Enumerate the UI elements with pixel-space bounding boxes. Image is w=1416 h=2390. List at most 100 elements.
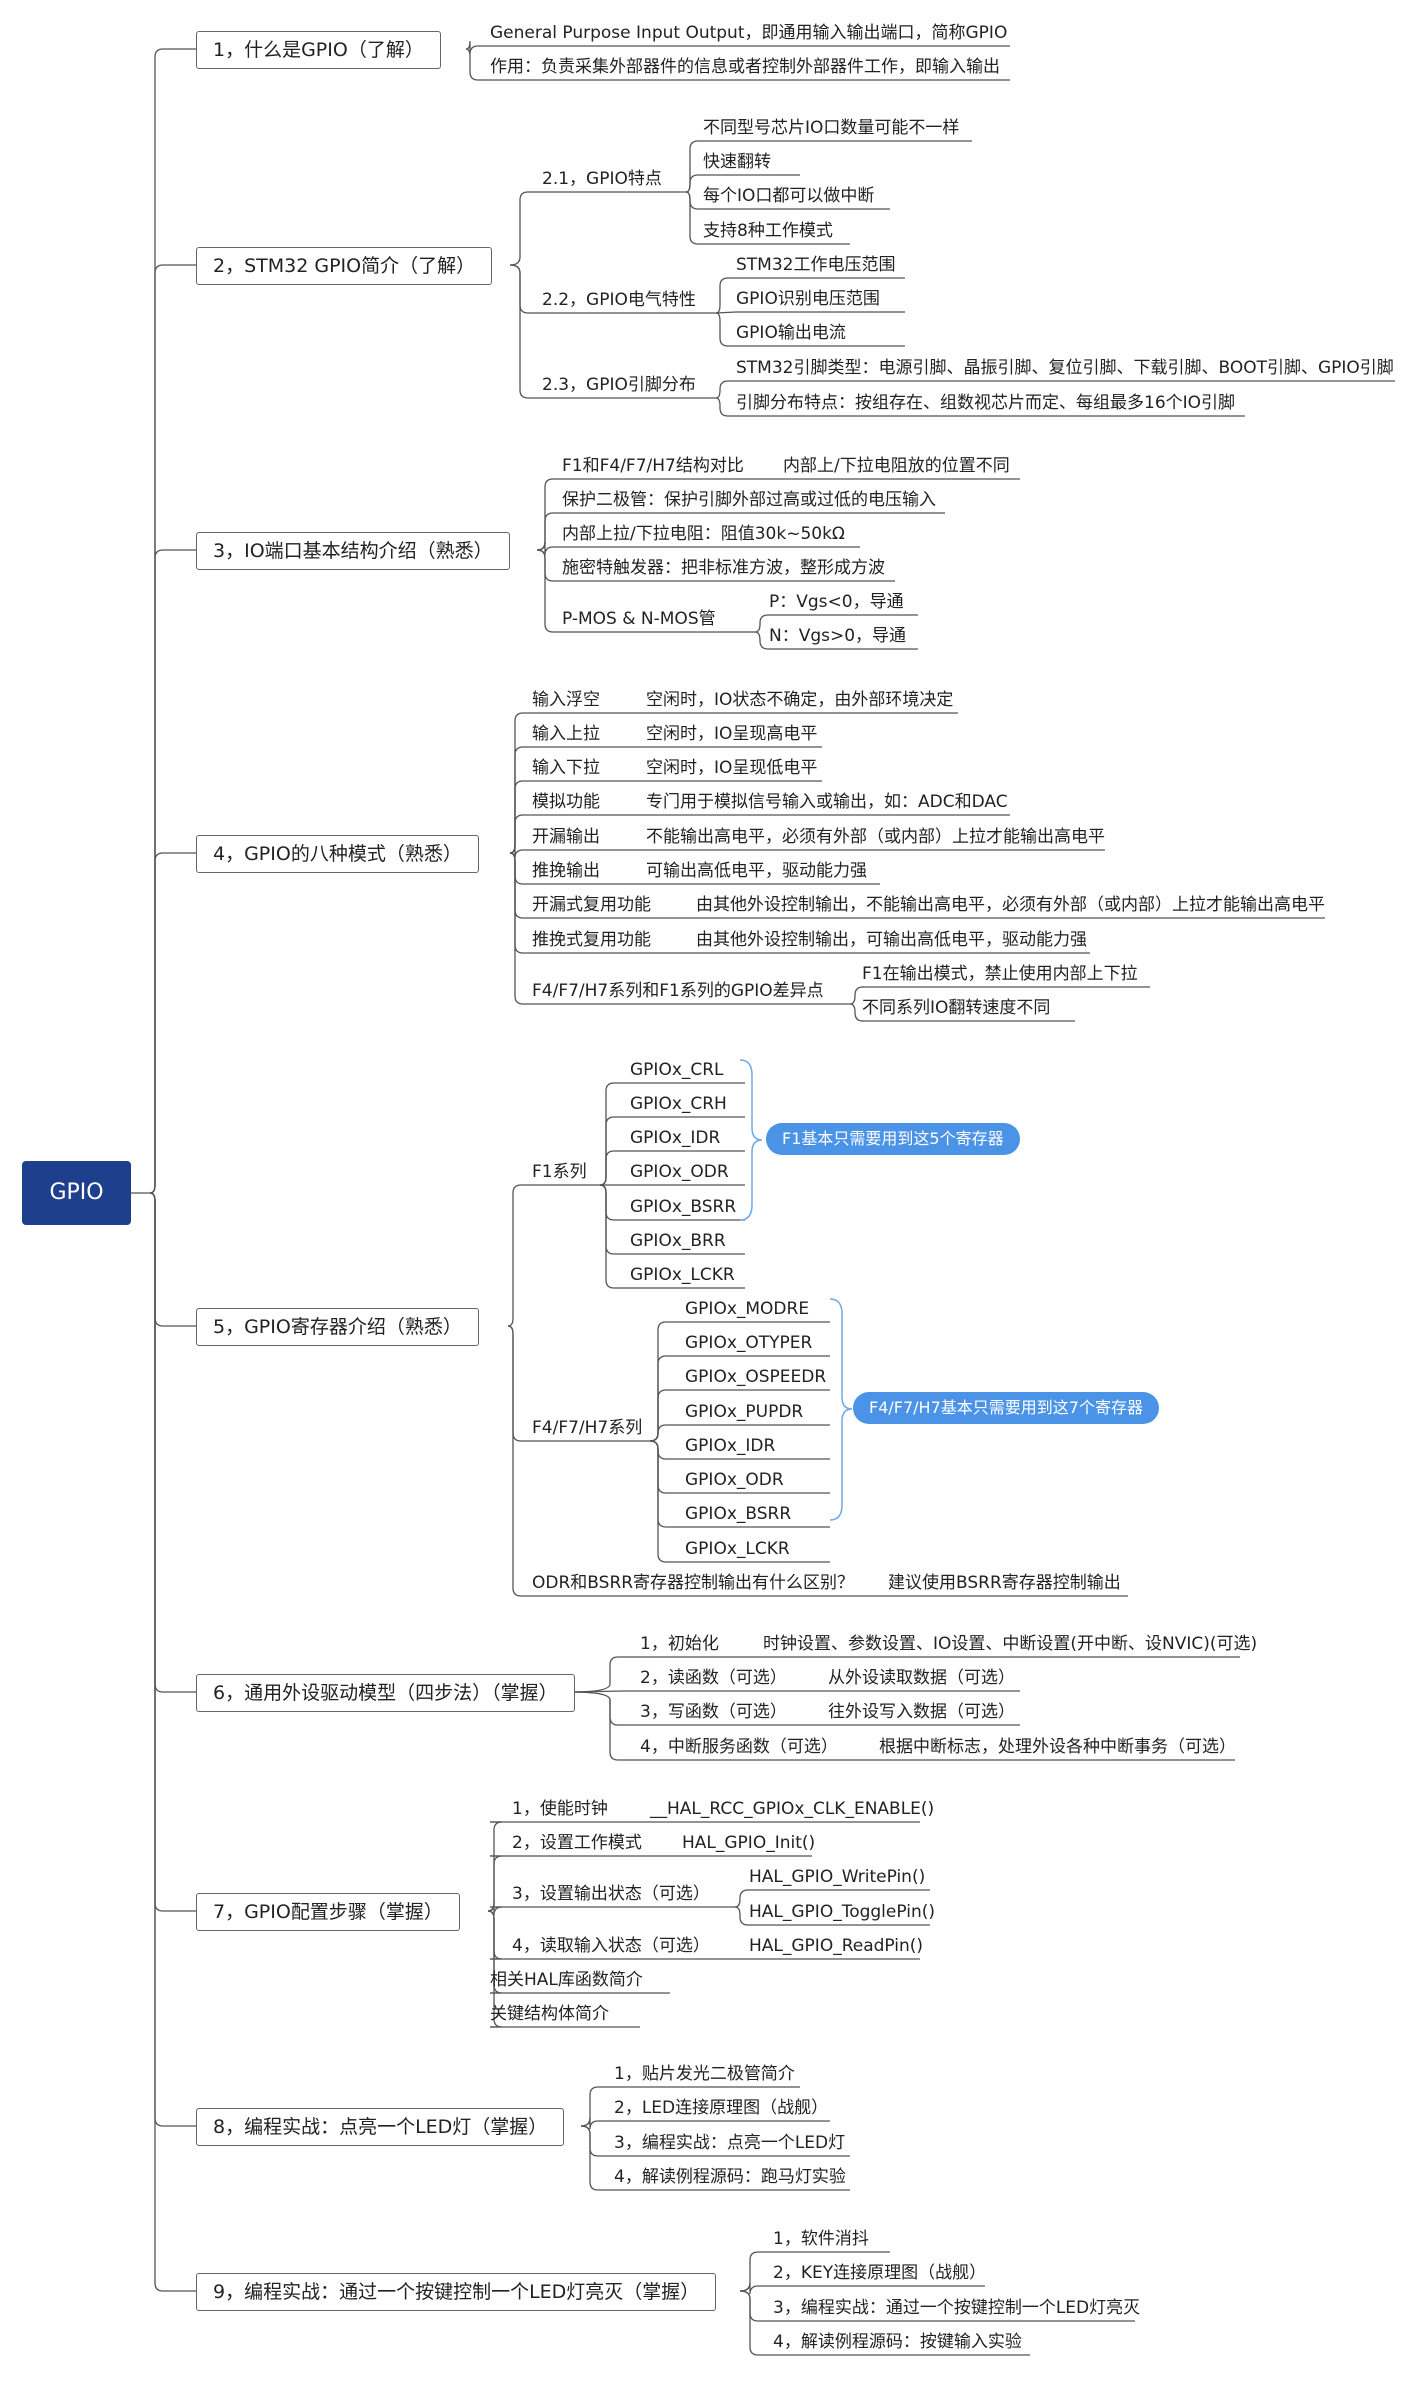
b4-mode: 模拟功能: [532, 792, 600, 812]
b4-mode: 开漏输出: [532, 827, 600, 847]
b5-f4-label: F4/F7/H7系列: [532, 1418, 643, 1438]
b3-item: 内部上拉/下拉电阻：阻值30k~50kΩ: [562, 524, 845, 544]
b5-reg: GPIOx_ODR: [685, 1470, 784, 1490]
b2-sub-3: 2.3，GPIO引脚分布: [542, 375, 696, 395]
b7-func: HAL_GPIO_TogglePin(): [749, 1902, 936, 1922]
b1-leaf-1: General Purpose Input Output，即通用输入输出端口，简…: [490, 23, 1008, 43]
b2-sub-2: 2.2，GPIO电气特性: [542, 290, 696, 310]
b4-detail: 由其他外设控制输出，可输出高低电平，驱动能力强: [696, 930, 1087, 950]
b4-detail: 可输出高低电平，驱动能力强: [646, 861, 867, 881]
b3-item: F1和F4/F7/H7结构对比: [562, 456, 744, 476]
b5-odr-answer: 建议使用BSRR寄存器控制输出: [888, 1573, 1121, 1593]
b4-mode: 开漏式复用功能: [532, 895, 651, 915]
b3-sub: P：Vgs<0，导通: [769, 592, 904, 612]
b4-mode: 输入下拉: [532, 758, 600, 778]
b8-item: 4，解读例程源码：跑马灯实验: [614, 2167, 846, 2187]
b6-step: 1，初始化: [640, 1634, 719, 1654]
b4-mode: 输入上拉: [532, 724, 600, 744]
b4-detail: 专门用于模拟信号输入或输出，如：ADC和DAC: [646, 792, 1008, 812]
branch-3[interactable]: 3，IO端口基本结构介绍（熟悉）: [196, 532, 510, 570]
b7-step: 关键结构体简介: [490, 2004, 609, 2024]
b3-item: 保护二极管：保护引脚外部过高或过低的电压输入: [562, 490, 936, 510]
b5-reg: GPIOx_ODR: [630, 1162, 729, 1182]
b8-item: 2，LED连接原理图（战舰）: [614, 2098, 829, 2118]
b4-detail: 不能输出高电平，必须有外部（或内部）上拉才能输出高电平: [646, 827, 1105, 847]
b7-step: 1，使能时钟: [512, 1799, 608, 1819]
b5-odr-question: ODR和BSRR寄存器控制输出有什么区别？: [532, 1573, 855, 1593]
b2-s3-item: 引脚分布特点：按组存在、组数视芯片而定、每组最多16个IO引脚: [736, 393, 1236, 413]
b7-step: 3，设置输出状态（可选）: [512, 1884, 710, 1904]
b2-s2-item: GPIO输出电流: [736, 323, 846, 343]
b3-item: P-MOS & N-MOS管: [562, 609, 716, 629]
branch-7[interactable]: 7，GPIO配置步骤（掌握）: [196, 1893, 460, 1931]
b5-reg: GPIOx_IDR: [630, 1128, 721, 1148]
b5-reg: GPIOx_BSRR: [630, 1197, 737, 1217]
branch-6[interactable]: 6，通用外设驱动模型（四步法）（掌握）: [196, 1674, 575, 1712]
b4-detail: 空闲时，IO状态不确定，由外部环境决定: [646, 690, 954, 710]
branch-8[interactable]: 8，编程实战：点亮一个LED灯（掌握）: [196, 2108, 565, 2146]
branch-1[interactable]: 1，什么是GPIO（了解）: [196, 31, 441, 69]
branch-4[interactable]: 4，GPIO的八种模式（熟悉）: [196, 835, 479, 873]
b7-step: 2，设置工作模式: [512, 1833, 642, 1853]
b2-sub-1: 2.1，GPIO特点: [542, 169, 662, 189]
b4-mode: F4/F7/H7系列和F1系列的GPIO差异点: [532, 981, 824, 1001]
b3-item: 施密特触发器：把非标准方波，整形成方波: [562, 558, 885, 578]
b7-func: HAL_GPIO_Init(): [682, 1833, 816, 1853]
branch-2[interactable]: 2，STM32 GPIO简介（了解）: [196, 247, 493, 285]
b6-detail: 时钟设置、参数设置、IO设置、中断设置(开中断、设NVIC)(可选): [763, 1634, 1258, 1654]
branch-5[interactable]: 5，GPIO寄存器介绍（熟悉）: [196, 1308, 479, 1346]
b8-item: 1，贴片发光二极管简介: [614, 2064, 795, 2084]
b5-reg: GPIOx_BRR: [630, 1231, 726, 1251]
b7-step: 4，读取输入状态（可选）: [512, 1936, 710, 1956]
b6-step: 2，读函数（可选）: [640, 1668, 787, 1688]
b5-f1-label: F1系列: [532, 1162, 587, 1182]
b6-detail: 根据中断标志，处理外设各种中断事务（可选）: [879, 1737, 1236, 1757]
b9-item: 1，软件消抖: [773, 2229, 869, 2249]
b2-s3-item: STM32引脚类型：电源引脚、晶振引脚、复位引脚、下载引脚、BOOT引脚、GPI…: [736, 358, 1394, 378]
b5-reg: GPIOx_OTYPER: [685, 1333, 813, 1353]
b5-f1-note: F1基本只需要用到这5个寄存器: [766, 1123, 1020, 1155]
b9-item: 3，编程实战：通过一个按键控制一个LED灯亮灭: [773, 2298, 1141, 2318]
b5-reg: GPIOx_OSPEEDR: [685, 1367, 827, 1387]
b4-sub: 不同系列IO翻转速度不同: [862, 998, 1051, 1018]
b5-reg: GPIOx_CRL: [630, 1060, 724, 1080]
b7-func: HAL_GPIO_WritePin(): [749, 1867, 926, 1887]
b9-item: 4，解读例程源码：按键输入实验: [773, 2332, 1022, 2352]
b4-mode: 推挽输出: [532, 861, 600, 881]
b5-reg: GPIOx_PUPDR: [685, 1402, 804, 1422]
b4-detail: 由其他外设控制输出，不能输出高电平，必须有外部（或内部）上拉才能输出高电平: [696, 895, 1325, 915]
b5-reg: GPIOx_LCKR: [630, 1265, 735, 1285]
b2-s1-item: 不同型号芯片IO口数量可能不一样: [703, 118, 960, 138]
b2-s1-item: 每个IO口都可以做中断: [703, 186, 875, 206]
b4-detail: 空闲时，IO呈现低电平: [646, 758, 818, 778]
b4-sub: F1在输出模式，禁止使用内部上下拉: [862, 964, 1138, 984]
b6-step: 3，写函数（可选）: [640, 1702, 787, 1722]
b7-step: 相关HAL库函数简介: [490, 1970, 643, 1990]
b2-s1-item: 快速翻转: [703, 152, 771, 172]
b3-detail: 内部上/下拉电阻放的位置不同: [783, 456, 1010, 476]
b5-f4-note: F4/F7/H7基本只需要用到这7个寄存器: [853, 1392, 1159, 1424]
b5-reg: GPIOx_MODRE: [685, 1299, 810, 1319]
b5-reg: GPIOx_IDR: [685, 1436, 776, 1456]
b1-leaf-2: 作用：负责采集外部器件的信息或者控制外部器件工作，即输入输出: [490, 57, 1000, 77]
b4-mode: 输入浮空: [532, 690, 600, 710]
b2-s2-item: STM32工作电压范围: [736, 255, 896, 275]
branch-9[interactable]: 9，编程实战：通过一个按键控制一个LED灯亮灭（掌握）: [196, 2273, 717, 2311]
root-node[interactable]: GPIO: [22, 1161, 131, 1225]
b5-reg: GPIOx_CRH: [630, 1094, 727, 1114]
b6-detail: 往外设写入数据（可选）: [828, 1702, 1015, 1722]
b7-func: HAL_GPIO_ReadPin(): [749, 1936, 924, 1956]
b6-detail: 从外设读取数据（可选）: [828, 1668, 1015, 1688]
b5-reg: GPIOx_BSRR: [685, 1504, 792, 1524]
b2-s1-item: 支持8种工作模式: [703, 221, 833, 241]
b8-item: 3，编程实战：点亮一个LED灯: [614, 2133, 846, 2153]
b2-s2-item: GPIO识别电压范围: [736, 289, 880, 309]
b4-mode: 推挽式复用功能: [532, 930, 651, 950]
b7-func: __HAL_RCC_GPIOx_CLK_ENABLE(): [650, 1799, 935, 1819]
b5-reg: GPIOx_LCKR: [685, 1539, 790, 1559]
b3-sub: N：Vgs>0，导通: [769, 626, 907, 646]
b6-step: 4，中断服务函数（可选）: [640, 1737, 838, 1757]
b9-item: 2，KEY连接原理图（战舰）: [773, 2263, 987, 2283]
b4-detail: 空闲时，IO呈现高电平: [646, 724, 818, 744]
